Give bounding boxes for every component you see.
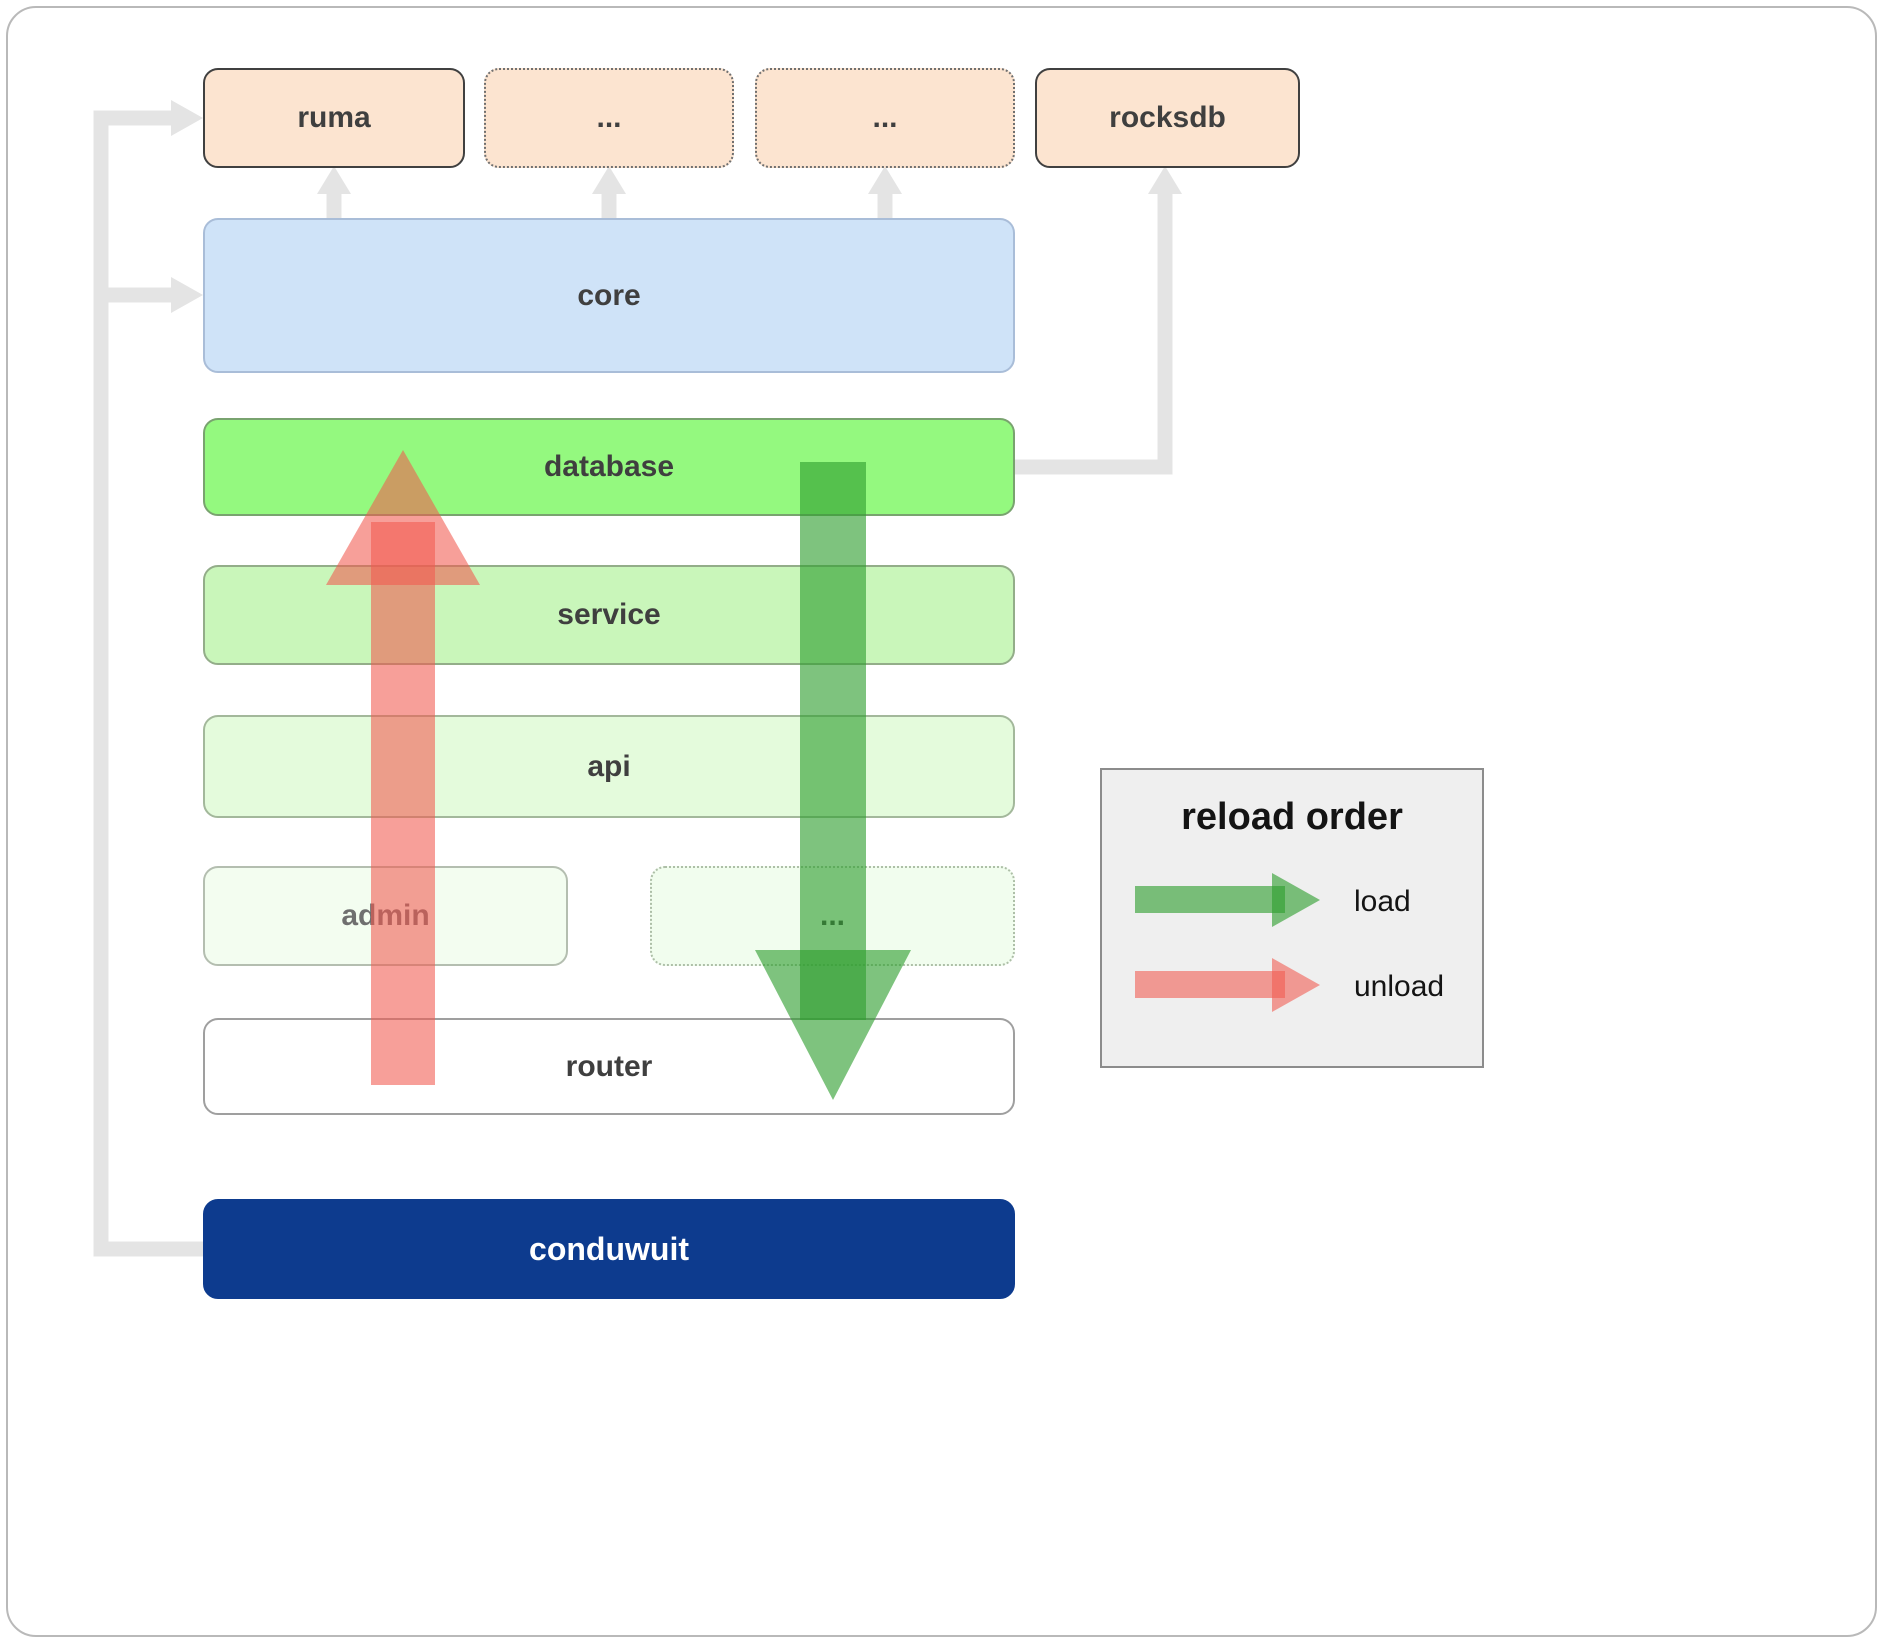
- box-admin: admin: [203, 866, 568, 966]
- reload-order-legend: reload order load unload: [1100, 768, 1484, 1068]
- legend-unload-label: unload: [1354, 970, 1445, 1003]
- box-other-dependency-2: ...: [755, 68, 1015, 168]
- box-database-label: database: [543, 450, 675, 483]
- box-router: router: [203, 1018, 1015, 1115]
- box-api: api: [203, 715, 1015, 818]
- legend-load-label: load: [1354, 885, 1411, 918]
- box-router-label: router: [565, 1049, 653, 1083]
- box-conduwuit: conduwuit: [203, 1199, 1015, 1299]
- box-database: database: [203, 418, 1015, 516]
- box-service-label: service: [557, 598, 661, 631]
- legend-title: reload order: [1181, 796, 1403, 838]
- box-core-label: core: [577, 278, 641, 312]
- page-border-frame: [6, 6, 1877, 1637]
- box-admin-label: admin: [341, 899, 430, 932]
- box-other-module: ...: [650, 866, 1015, 966]
- box-service: service: [203, 565, 1015, 665]
- box-conduwuit-label: conduwuit: [529, 1230, 689, 1267]
- box-core: core: [203, 218, 1015, 373]
- box-ruma: ruma: [203, 68, 465, 168]
- box-ruma-label: ruma: [297, 101, 371, 134]
- box-rocksdb-label: rocksdb: [1109, 101, 1226, 134]
- box-other-module-label: ...: [819, 899, 845, 932]
- box-other-dependency-1-label: ...: [596, 101, 622, 134]
- box-other-dependency-1: ...: [484, 68, 734, 168]
- box-api-label: api: [587, 749, 631, 783]
- box-other-dependency-2-label: ...: [872, 101, 898, 134]
- box-rocksdb: rocksdb: [1035, 68, 1300, 168]
